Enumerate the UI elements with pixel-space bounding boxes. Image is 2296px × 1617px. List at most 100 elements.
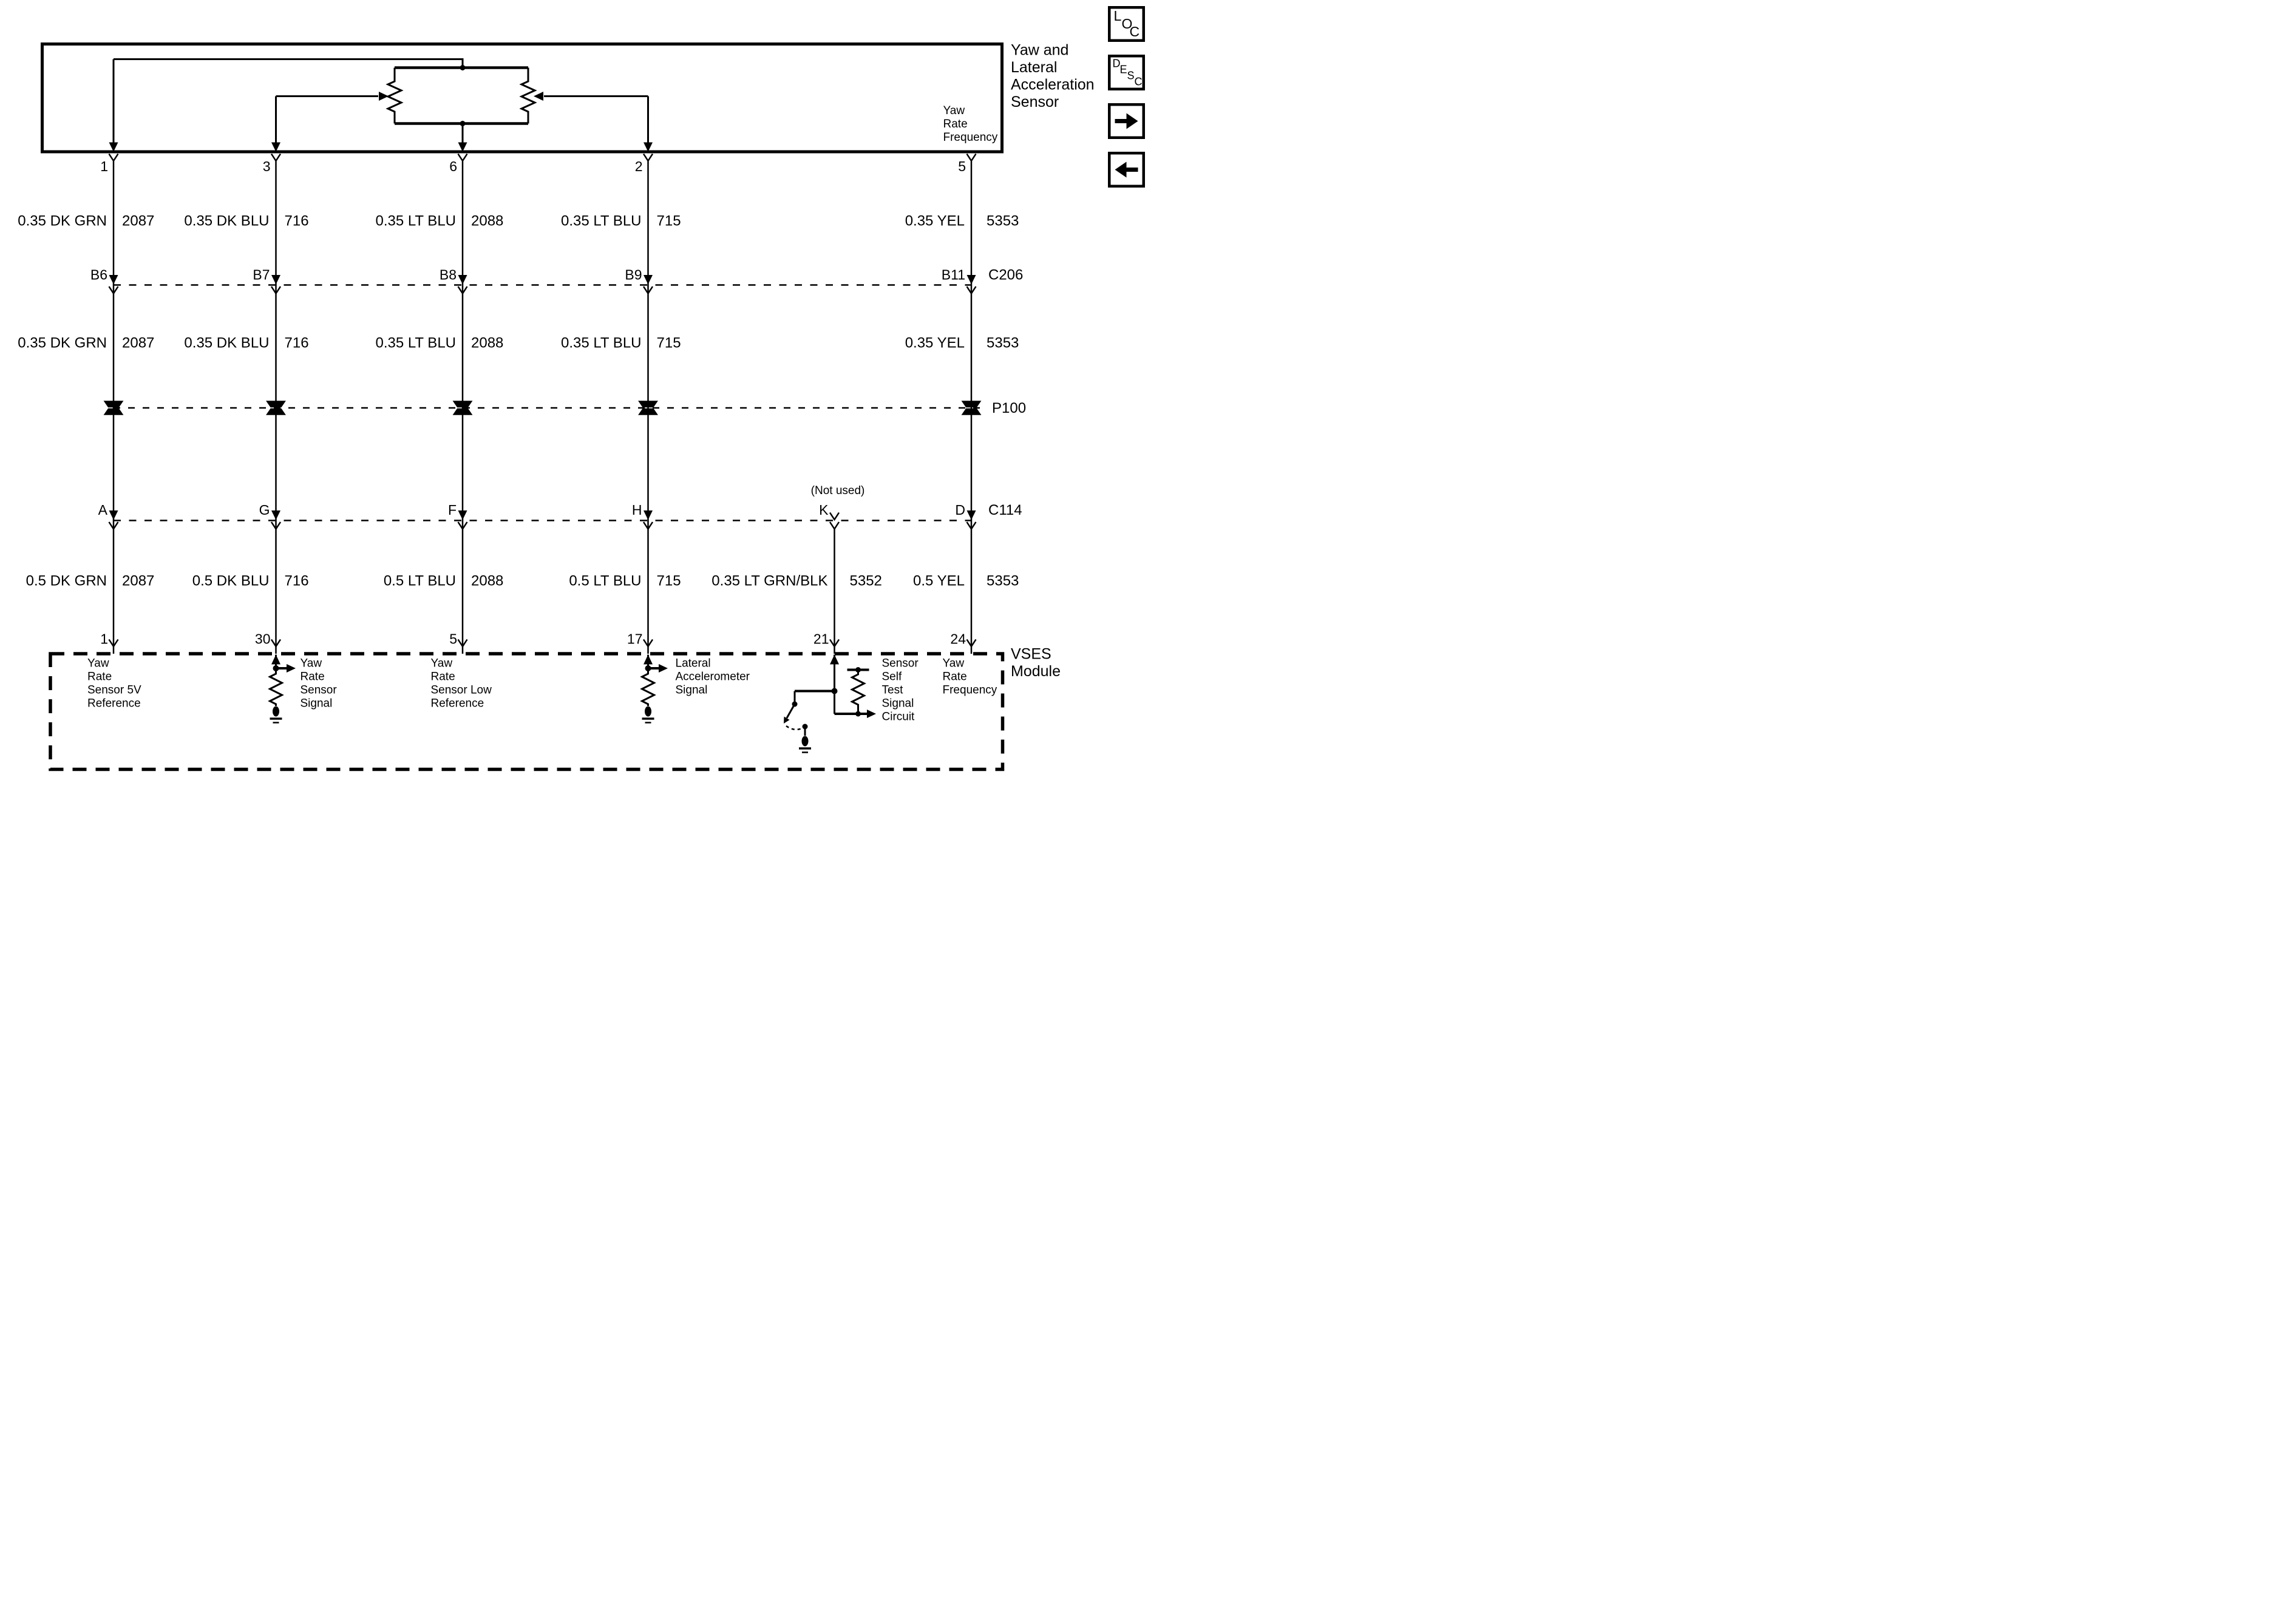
wire-circuit-label: 716 [284,572,309,589]
button-letter: D [1112,57,1121,70]
connector-label: P100 [992,400,1027,416]
wire-color-label: 0.35 LT BLU [560,334,642,351]
pin-label: 24 [950,631,966,647]
wire-circuit-label: 5353 [987,334,1019,351]
terminal-label: D [955,502,965,518]
arrowhead-right [867,710,876,718]
wire-color-label: 0.35 YEL [905,212,965,229]
module-function-label: Yaw Rate Sensor Low Reference [430,657,492,710]
arrowhead-left [534,92,543,101]
grommet-icon [266,401,286,415]
terminal-label: B11 [941,266,965,283]
button-letter: S [1127,69,1135,82]
terminal-label: B6 [90,266,107,283]
wire-color-label: 0.35 DK BLU [184,334,270,351]
wire-circuit-label: 2088 [471,212,504,229]
button-letter: E [1119,63,1127,76]
module-function-label: Sensor Self Test Signal Circuit [881,657,919,724]
wire-color-label: 0.5 DK GRN [25,572,107,589]
wire-circuit-label: 5353 [987,572,1019,589]
button-letter: C [1129,24,1140,39]
button-letter: L [1113,8,1122,24]
forward-button[interactable] [1108,103,1145,139]
wire-circuit-label: 716 [284,334,309,351]
wire-color-label: 0.5 LT BLU [569,572,642,589]
back-button[interactable] [1108,152,1145,188]
resistor-icon [850,670,866,714]
pin-label: 30 [254,631,271,647]
module-function-label: Yaw Rate Frequency [942,657,997,697]
pin-label: 1 [100,631,108,647]
wire-circuit-label: 2087 [122,572,155,589]
sensor-bridge-feed-line [114,58,464,68]
wire-color-label: 0.5 YEL [913,572,965,589]
terminal-label: G [259,502,270,518]
sensor-box [41,42,1004,154]
wire-circuit-label: 2088 [471,572,504,589]
terminal-label: H [631,502,642,518]
arrowhead-down [644,142,653,152]
arrowhead-right [659,664,668,673]
ground-icon [642,706,654,724]
wire-circuit-label: 715 [656,212,681,229]
self-test-resistor [834,667,876,718]
not-used-note: (Not used) [810,484,865,497]
switch-icon [784,691,808,736]
wire-color-label: 0.35 DK GRN [18,334,107,351]
module-internals [268,654,876,753]
wire-color-label: 0.5 LT BLU [383,572,456,589]
sensor-title: Yaw and Lateral Acceleration Sensor [1011,41,1095,110]
sensor-internal-circuit [112,58,649,143]
lateral-accel-signal-branch [640,654,668,724]
resistor-icon [640,672,656,706]
terminal-label: F [447,502,457,518]
pin-label: 3 [262,158,271,174]
wire-circuit-label: 2087 [122,212,155,229]
yaw-rate-signal-branch [268,654,296,724]
module-function-label: Yaw Rate Sensor Signal [300,657,337,710]
grommet-icon [103,401,124,415]
wire-color-label: 0.35 LT BLU [375,334,456,351]
wire-circuit-label: 5353 [987,212,1019,229]
arrowhead-down [109,142,118,152]
pin-label: 17 [627,631,643,647]
wire-circuit-label: 2087 [122,334,155,351]
module-function-label: Lateral Accelerometer Signal [675,657,750,697]
wire-color-label: 0.35 DK BLU [184,212,270,229]
wire-color-label: 0.35 LT BLU [375,212,456,229]
pin-label: 6 [449,158,457,174]
self-test-switch-branch [784,654,876,753]
junction-dot [460,121,466,126]
wire-circuit-label: 716 [284,212,309,229]
wire-color-label: 0.35 YEL [905,334,965,351]
sensor-internal-label: Yaw Rate Frequency [943,104,998,144]
resistor-icon [519,67,537,124]
terminal-label: B9 [625,266,642,283]
wire-arrowheads [109,275,976,520]
vses-module-box [49,652,1005,771]
terminal-label: B8 [439,266,457,283]
resistor-icon [268,672,284,706]
button-letter: O [1121,16,1133,32]
p100-grommets [103,401,982,415]
arrowhead-right [287,664,296,673]
left-arrow-icon [1115,161,1138,178]
arrowhead-down [458,142,467,152]
module-name: VSES Module [1011,645,1061,680]
connector-label: C114 [988,502,1022,518]
grommet-icon [638,401,658,415]
wire-chevrons [108,153,977,648]
wire-color-label: 0.5 DK BLU [192,572,270,589]
pin-label: 5 [449,631,457,647]
junction-dot [460,65,466,70]
grommet-icon [961,401,982,415]
sensor-circuit-nodes [109,65,653,152]
wire-circuit-label: 5352 [849,572,882,589]
button-letter: C [1134,75,1143,88]
page: Yaw and Lateral Acceleration Sensor Yaw … [0,0,1148,808]
grommet-icon [452,401,473,415]
wiring-diagram-stage: Yaw and Lateral Acceleration Sensor Yaw … [0,0,1148,808]
ground-icon [799,736,811,753]
